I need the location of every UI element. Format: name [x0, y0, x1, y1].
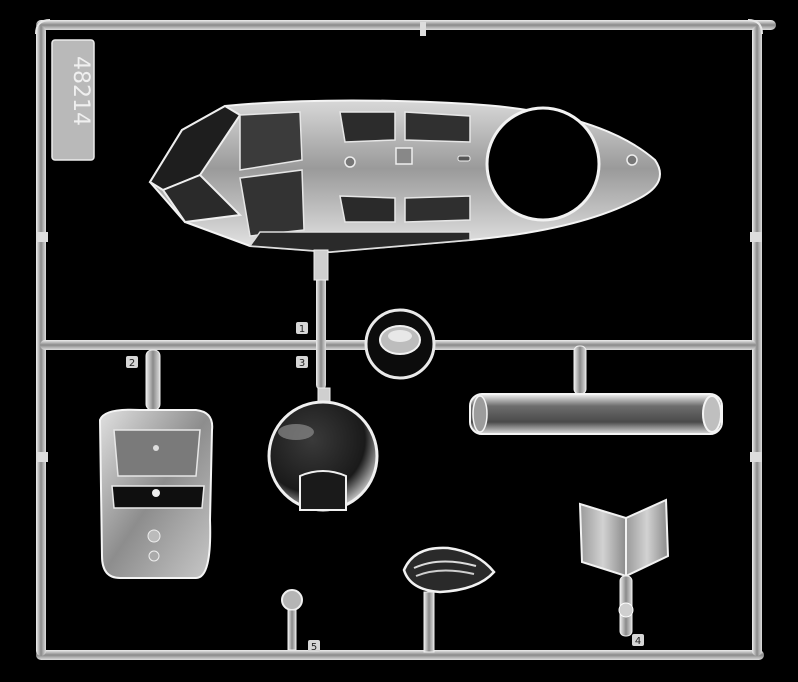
part-number-tags: 1 3 2 4 5	[126, 322, 644, 653]
sprue-id-text: 48214	[68, 56, 93, 126]
part-number-5: 5	[311, 642, 317, 653]
frame-top-runner	[36, 20, 776, 30]
frame-left-runner	[36, 26, 46, 656]
part-number-4: 4	[635, 636, 641, 647]
frame-bottom-runner	[36, 650, 764, 660]
canopy-part	[148, 99, 661, 254]
part-number-1: 1	[299, 324, 305, 335]
round-lens-part	[364, 308, 436, 380]
small-canopy-part	[402, 546, 496, 653]
dome-part	[267, 387, 379, 512]
frame-right-runner	[752, 26, 762, 656]
canopy-round-opening	[485, 106, 601, 222]
small-disc-part	[281, 589, 303, 651]
center-vertical-runner	[316, 250, 326, 390]
sprue-id-tab: 48214	[51, 39, 95, 161]
panel-pair-part	[578, 498, 670, 637]
seat-part	[98, 349, 214, 579]
part-number-2: 2	[129, 358, 135, 369]
tube-part	[469, 345, 723, 435]
part-number-3: 3	[299, 358, 305, 369]
